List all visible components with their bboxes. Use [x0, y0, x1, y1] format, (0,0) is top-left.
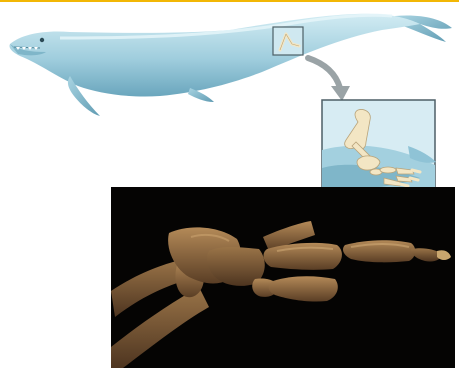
hindlimb-callout [322, 100, 436, 198]
fossil-bones [111, 187, 455, 368]
fossil-photograph [111, 187, 455, 368]
curved-arrow-icon [308, 58, 350, 101]
rear-fin [188, 88, 214, 102]
hindlimb-highlight-box [273, 27, 303, 55]
whale-eye [40, 38, 44, 42]
